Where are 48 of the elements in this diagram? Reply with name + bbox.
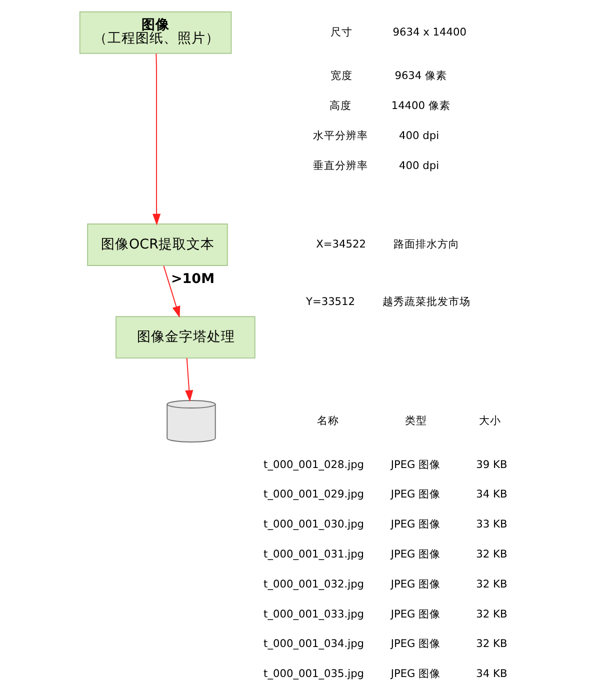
label: 垂直分辨率 xyxy=(313,160,368,172)
label: JPEG 图像 xyxy=(390,578,441,590)
label: 9634 像素 xyxy=(394,70,448,82)
label: JPEG 图像 xyxy=(390,638,441,650)
label: 32 KB xyxy=(476,578,508,590)
label: 33 KB xyxy=(476,518,508,531)
label: t_000_001_029.jpg xyxy=(264,488,364,501)
label: JPEG 图像 xyxy=(390,548,441,560)
label: 尺寸 xyxy=(330,26,353,38)
label: t_000_001_032.jpg xyxy=(264,578,364,590)
label: t_000_001_035.jpg xyxy=(264,668,364,680)
label: JPEG 图像 xyxy=(390,518,441,531)
edge-label: >10M xyxy=(170,271,215,288)
label: 越秀蔬菜批发市场 xyxy=(382,296,471,308)
label: JPEG 图像 xyxy=(390,668,441,680)
label: t_000_001_034.jpg xyxy=(264,638,364,650)
label: 水平分辨率 xyxy=(313,130,368,142)
label: 名称 xyxy=(317,414,340,427)
arrow xyxy=(163,265,180,318)
label: X=34522 xyxy=(316,238,366,250)
label: 大小 xyxy=(479,414,502,427)
label: 32 KB xyxy=(476,638,508,650)
label: 14400 像素 xyxy=(391,100,450,112)
label: 路面排水方向 xyxy=(394,238,460,250)
label: JPEG 图像 xyxy=(390,458,441,471)
arrow xyxy=(185,358,194,402)
label: 9634 x 14400 xyxy=(392,26,466,38)
label: 39 KB xyxy=(476,458,508,471)
label: 宽度 xyxy=(330,70,353,82)
label: t_000_001_028.jpg xyxy=(264,458,364,471)
label: JPEG 图像 xyxy=(390,608,441,620)
label: 400 dpi xyxy=(399,130,440,142)
label: t_000_001_031.jpg xyxy=(264,548,364,560)
label: 32 KB xyxy=(476,548,508,560)
label: t_000_001_030.jpg xyxy=(264,518,364,531)
label: 高度 xyxy=(330,100,352,112)
label: 34 KB xyxy=(476,668,508,680)
label: t_000_001_033.jpg xyxy=(264,608,364,620)
node-box: 图像 （工程图纸、照片） xyxy=(79,11,232,54)
node-box: 图像金字塔处理 xyxy=(116,316,256,359)
label: 32 KB xyxy=(476,608,508,620)
label: 400 dpi xyxy=(399,160,440,172)
label: 类型 xyxy=(404,414,427,427)
label: Y=33512 xyxy=(306,296,356,308)
label: JPEG 图像 xyxy=(390,488,441,501)
label: 34 KB xyxy=(476,488,508,501)
arrow xyxy=(152,53,161,226)
node-box: 图像OCR提取文本 xyxy=(87,224,228,266)
